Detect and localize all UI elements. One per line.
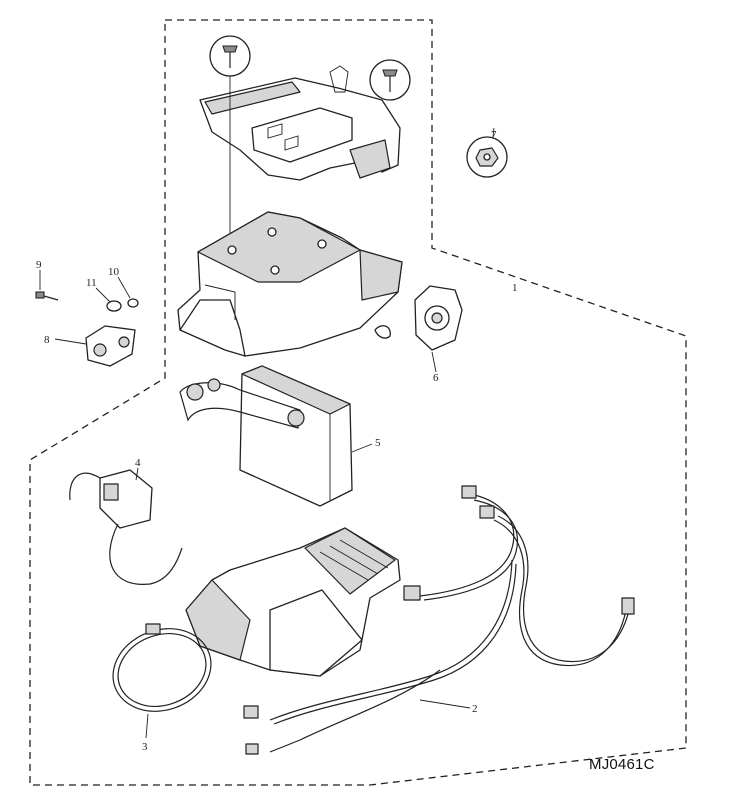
- callout-5: 5: [375, 437, 381, 449]
- callout-10: 10: [108, 266, 120, 278]
- assembly-boundary: [29, 19, 687, 786]
- reference-code: MJ0461C: [589, 756, 655, 773]
- callout-1: 1: [512, 282, 518, 294]
- bolt-part-9: [35, 291, 59, 301]
- evaporator-housing-upper: [177, 211, 403, 357]
- callout-3: 3: [142, 741, 148, 753]
- clamp-band-part-3: [112, 623, 212, 712]
- callout-8: 8: [44, 334, 50, 346]
- callout-11: 11: [86, 277, 97, 289]
- callout-7: 7: [491, 129, 497, 141]
- callout-4: 4: [135, 457, 141, 469]
- callout-2: 2: [472, 703, 478, 715]
- evaporator-housing-lower: [185, 527, 401, 677]
- callout-6: 6: [433, 372, 439, 384]
- screw-detail-left: [209, 35, 251, 77]
- nut-detail-part-7: [466, 136, 508, 178]
- block-part-8: [85, 325, 136, 367]
- upper-cover: [199, 65, 401, 181]
- o-ring-part-11: [106, 300, 122, 312]
- callout-9: 9: [36, 259, 42, 271]
- screw-detail-right: [369, 59, 411, 101]
- thermostat-part-4: [69, 469, 183, 585]
- evaporator-core-part-5: [179, 365, 353, 507]
- clip: [374, 325, 391, 339]
- actuator-part-6: [414, 285, 463, 351]
- wiring-harness-part-2: [243, 485, 635, 755]
- o-ring-part-10: [127, 298, 139, 308]
